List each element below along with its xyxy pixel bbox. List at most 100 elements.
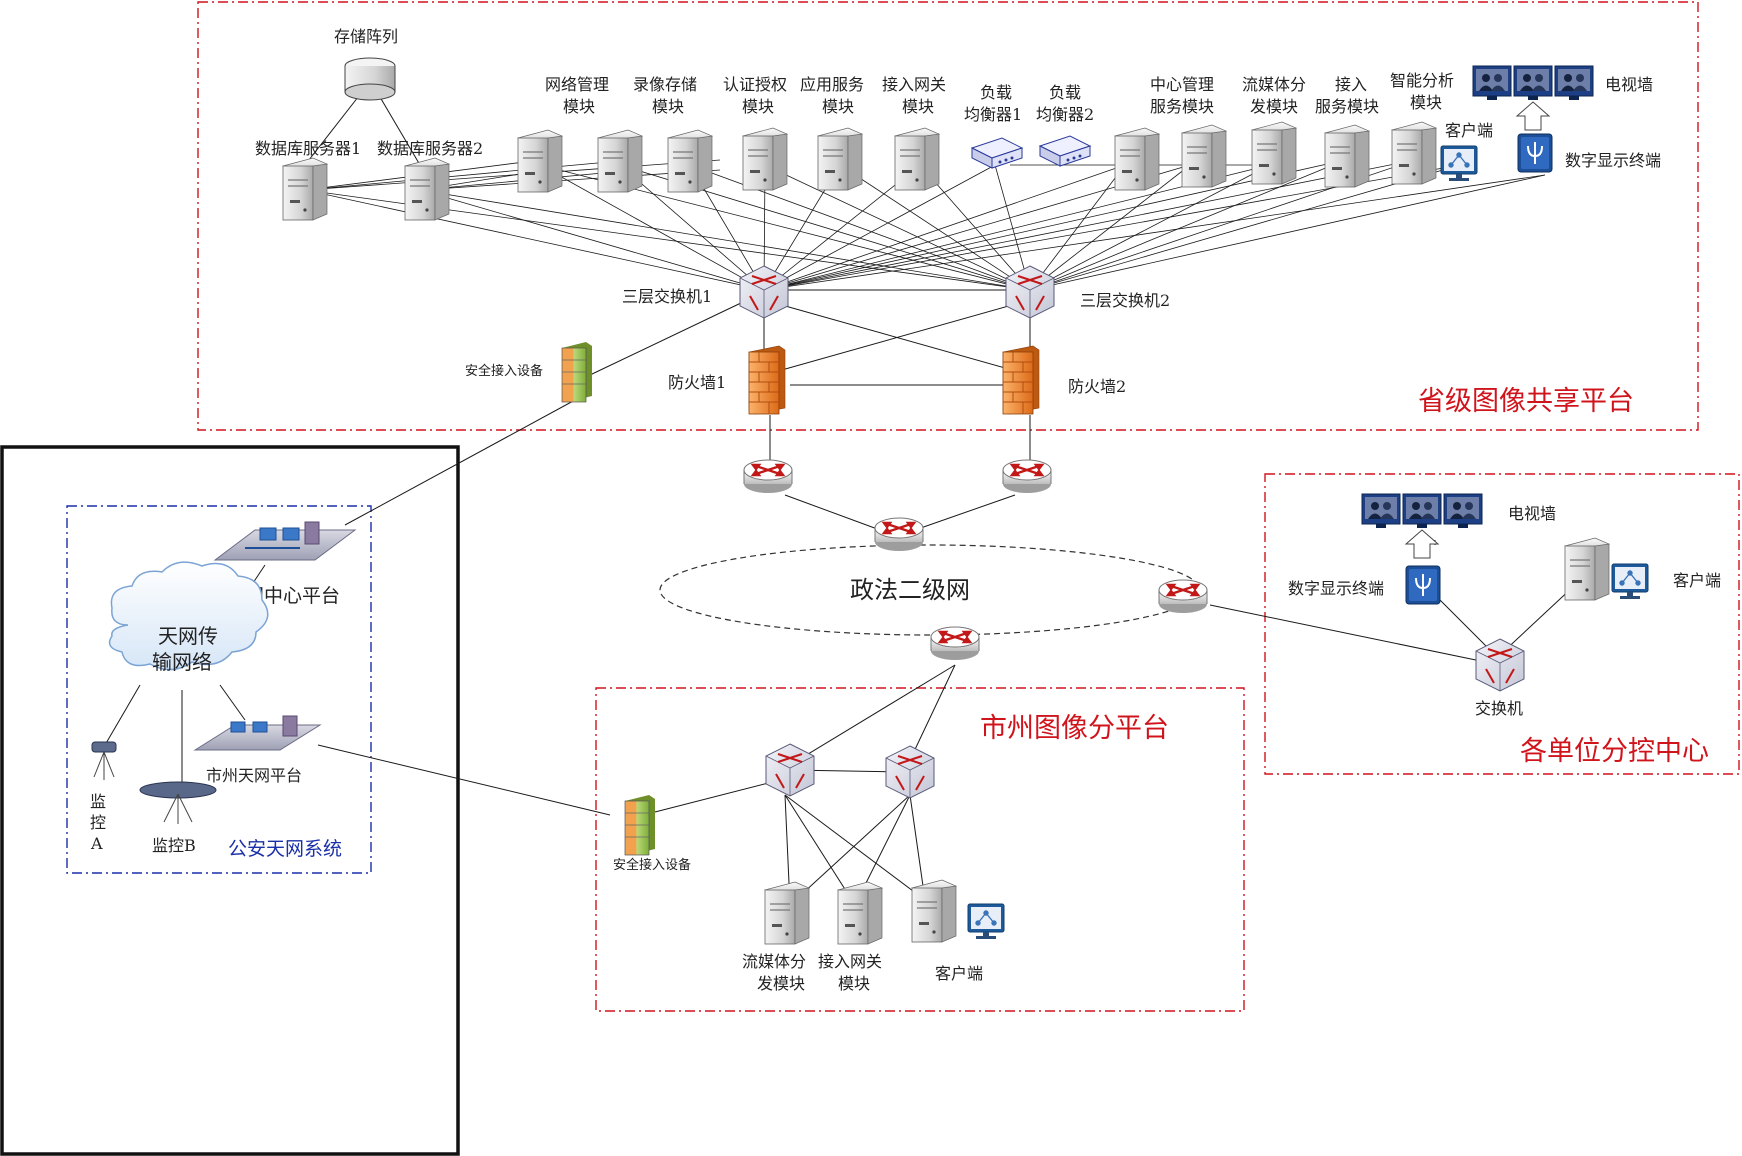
provincial-secure-access-device bbox=[561, 341, 593, 403]
svg-text:模块: 模块 bbox=[742, 97, 774, 116]
storage-array bbox=[344, 57, 396, 101]
city-streaming-label-2: 发模块 bbox=[757, 974, 805, 993]
tianwang-center-platform bbox=[213, 521, 357, 561]
unit-center-border bbox=[1264, 473, 1740, 775]
city-platform-title: 市州图像分平台 bbox=[980, 713, 1169, 744]
provincial-up-arrow bbox=[1515, 101, 1551, 131]
firewall-1 bbox=[748, 345, 786, 415]
svg-text:接入网关: 接入网关 bbox=[882, 75, 946, 94]
police-area-frame bbox=[0, 445, 460, 1156]
core-router-top bbox=[873, 516, 925, 553]
provincial-client-label: 客户端 bbox=[1445, 121, 1493, 140]
svg-text:流媒体分: 流媒体分 bbox=[1242, 75, 1306, 94]
city-client-server bbox=[911, 879, 957, 943]
unit-client-server bbox=[1564, 537, 1610, 601]
svg-text:模块: 模块 bbox=[1410, 93, 1442, 112]
city-streaming-server bbox=[764, 881, 810, 945]
city-streaming-label-1: 流媒体分 bbox=[742, 952, 806, 971]
tianwang-cloud-label-2: 输网络 bbox=[152, 650, 212, 674]
unit-switch bbox=[1475, 638, 1525, 692]
firewall-2-label: 防火墙2 bbox=[1068, 377, 1126, 396]
city-secure-access-label: 安全接入设备 bbox=[613, 857, 691, 873]
provincial-digital-terminal-label: 数字显示终端 bbox=[1565, 151, 1661, 170]
city-tianwang-label: 市州天网平台 bbox=[206, 766, 302, 785]
city-switch-1 bbox=[765, 743, 815, 797]
city-client-pc bbox=[967, 903, 1005, 940]
unit-tv-wall-label: 电视墙 bbox=[1508, 504, 1556, 523]
unit-digital-terminal-label: 数字显示终端 bbox=[1288, 579, 1384, 598]
svg-text:模块: 模块 bbox=[822, 97, 854, 116]
svg-text:录像存储: 录像存储 bbox=[633, 75, 697, 94]
svg-text:负载: 负载 bbox=[1049, 83, 1081, 102]
police-system-title: 公安天网系统 bbox=[228, 838, 342, 860]
provincial-secure-access-label: 安全接入设备 bbox=[465, 363, 543, 379]
unit-client-pc bbox=[1611, 563, 1649, 600]
provincial-tv-wall bbox=[1472, 65, 1594, 101]
city-secure-access-device bbox=[624, 794, 656, 856]
unit-client-label: 客户端 bbox=[1673, 571, 1721, 590]
zhengfa-network-label: 政法二级网 bbox=[850, 576, 970, 604]
svg-text:智能分析: 智能分析 bbox=[1390, 71, 1454, 90]
unit-tv-wall bbox=[1361, 493, 1483, 529]
edge-router-1 bbox=[742, 458, 794, 495]
firewall-2 bbox=[1002, 345, 1040, 415]
provincial-platform-border bbox=[197, 1, 1699, 431]
svg-text:均衡器1: 均衡器1 bbox=[964, 105, 1022, 124]
svg-text:发模块: 发模块 bbox=[1250, 97, 1298, 116]
unit-up-arrow bbox=[1404, 529, 1440, 559]
svg-text:模块: 模块 bbox=[652, 97, 684, 116]
unit-center-title: 各单位分控中心 bbox=[1520, 736, 1709, 767]
db-server-1-label: 数据库服务器1 bbox=[255, 139, 361, 158]
link-storage-db1 bbox=[304, 91, 363, 166]
tianwang-transport-cloud bbox=[108, 561, 269, 671]
db-server-2-label: 数据库服务器2 bbox=[377, 139, 483, 158]
svg-text:模块: 模块 bbox=[902, 97, 934, 116]
city-tianwang-platform bbox=[193, 715, 322, 751]
svg-text:服务模块: 服务模块 bbox=[1150, 97, 1214, 116]
layer3-switch-1 bbox=[739, 265, 789, 319]
svg-text:模块: 模块 bbox=[563, 97, 595, 116]
city-gateway-server bbox=[837, 881, 883, 945]
provincial-client-pc bbox=[1440, 145, 1478, 182]
core-router-bottom bbox=[929, 625, 981, 662]
provincial-tv-wall-label: 电视墙 bbox=[1605, 75, 1653, 94]
layer3-switch-1-label: 三层交换机1 bbox=[622, 287, 712, 306]
firewall-1-label: 防火墙1 bbox=[668, 373, 726, 392]
monitor-b-label: 监控B bbox=[152, 836, 196, 855]
tianwang-cloud-label-1: 天网传 bbox=[158, 624, 218, 648]
monitor-a-label-3: A bbox=[90, 834, 103, 853]
svg-text:应用服务: 应用服务 bbox=[800, 75, 864, 94]
svg-text:负载: 负载 bbox=[980, 83, 1012, 102]
monitor-a-camera bbox=[91, 741, 117, 780]
layer3-switch-2 bbox=[1005, 265, 1055, 319]
core-router-right bbox=[1157, 578, 1209, 615]
monitor-a-label-1: 监 bbox=[90, 792, 106, 811]
city-gateway-label-1: 接入网关 bbox=[818, 952, 882, 971]
monitor-b-camera bbox=[139, 781, 217, 824]
svg-text:接入: 接入 bbox=[1335, 75, 1367, 94]
edge-router-2 bbox=[1001, 458, 1053, 495]
layer3-switch-2-label: 三层交换机2 bbox=[1080, 291, 1170, 310]
monitor-a-label-2: 控 bbox=[90, 813, 106, 832]
city-gateway-label-2: 模块 bbox=[838, 974, 870, 993]
storage-array-label: 存储阵列 bbox=[334, 27, 398, 46]
svg-text:均衡器2: 均衡器2 bbox=[1036, 105, 1094, 124]
provincial-digital-terminal bbox=[1517, 133, 1553, 173]
db-server-1 bbox=[282, 157, 328, 221]
city-platform-border bbox=[595, 687, 1245, 1012]
police-system-border bbox=[66, 505, 372, 874]
svg-text:网络管理: 网络管理 bbox=[545, 75, 609, 94]
link-storage-db2 bbox=[376, 91, 421, 166]
provincial-platform-title: 省级图像共享平台 bbox=[1418, 386, 1634, 417]
city-switch-2 bbox=[885, 745, 935, 799]
svg-text:中心管理: 中心管理 bbox=[1150, 75, 1214, 94]
unit-switch-label: 交换机 bbox=[1475, 699, 1523, 718]
module-labels: 网络管理 模块 录像存储 模块 认证授权 模块 应用服务 模块 接入网关 模块 … bbox=[545, 71, 1454, 124]
unit-digital-terminal bbox=[1405, 565, 1441, 605]
module-servers bbox=[517, 121, 1437, 193]
svg-text:认证授权: 认证授权 bbox=[723, 75, 787, 94]
svg-text:服务模块: 服务模块 bbox=[1315, 97, 1379, 116]
city-client-label: 客户端 bbox=[935, 964, 983, 983]
